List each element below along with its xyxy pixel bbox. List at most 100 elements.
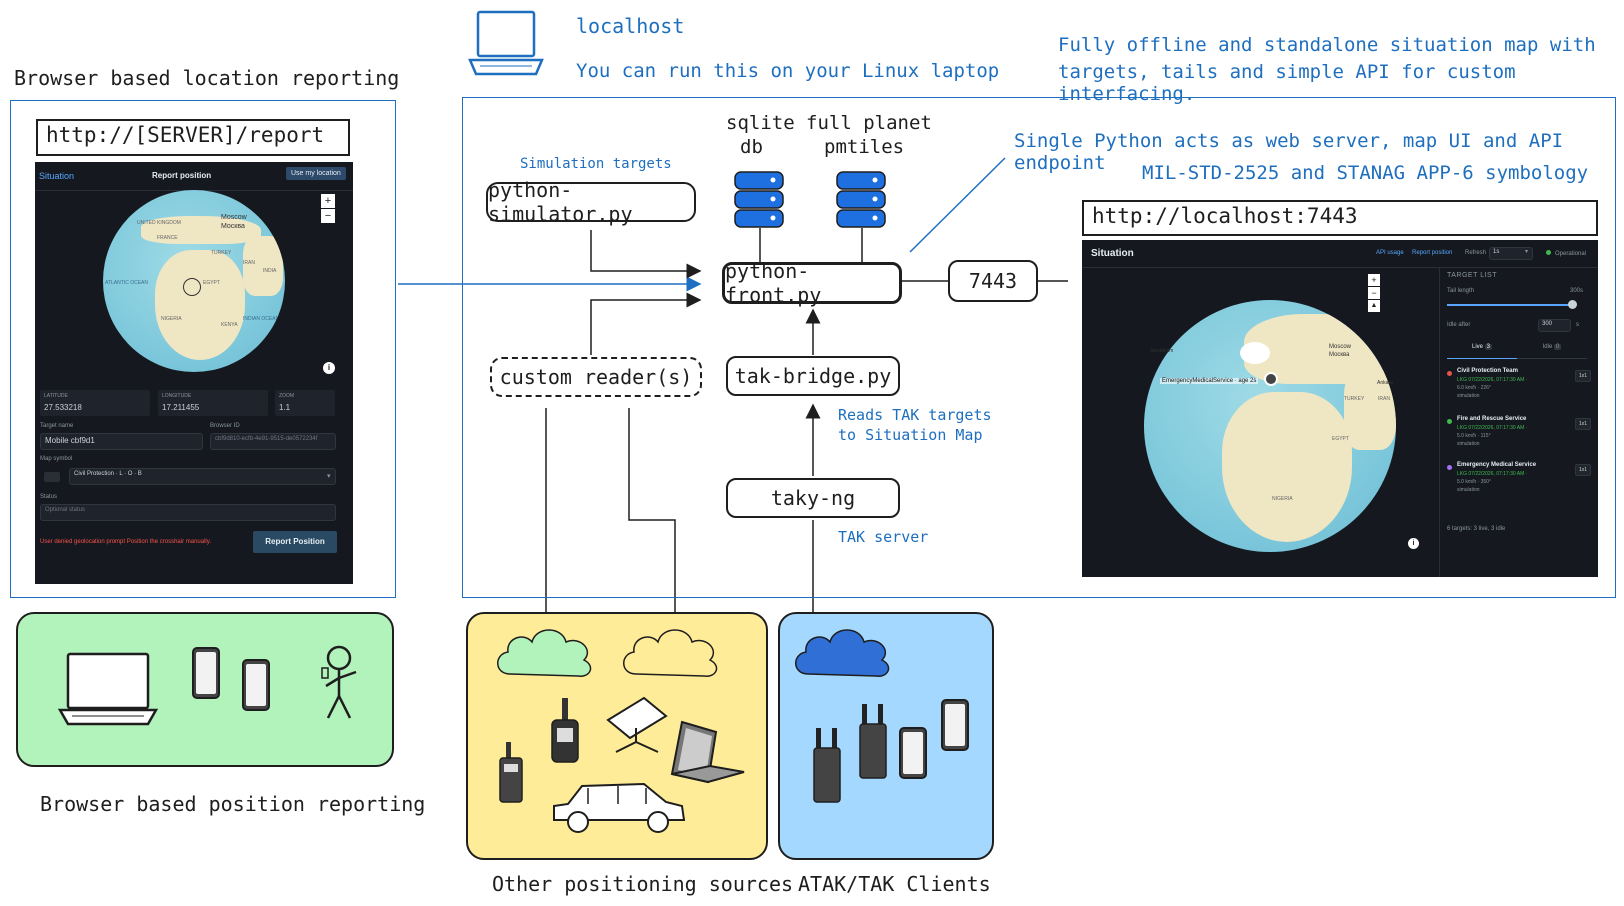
note-line-1: Single Python acts as web server, map UI… bbox=[1014, 130, 1564, 174]
target-status-dot-icon bbox=[1447, 419, 1452, 424]
latitude-value: 27.533218 bbox=[44, 403, 82, 412]
situation-app: Situation API usage Report position Refr… bbox=[1082, 240, 1598, 577]
report-map-label-atlantic: ATLANTIC OCEAN bbox=[105, 280, 148, 286]
browser-id-input[interactable]: cbf9d810-ecfb-4e91-9515-de0572234f bbox=[210, 433, 336, 450]
cloud-icon-yellow bbox=[623, 629, 718, 677]
target-focus-button[interactable]: 1x1 bbox=[1575, 464, 1592, 476]
zoom-value: 1.1 bbox=[279, 403, 291, 412]
report-brand[interactable]: Situation bbox=[39, 171, 75, 181]
report-map-label-india: INDIA bbox=[263, 268, 277, 274]
tail-length-slider-handle[interactable] bbox=[1568, 300, 1577, 309]
report-map-label-france: FRANCE bbox=[157, 235, 178, 241]
tab-idle[interactable]: Idle 0 bbox=[1517, 344, 1587, 359]
report-url: http://[SERVER]/report bbox=[36, 119, 350, 156]
situation-map-label-nigeria: NIGERIA bbox=[1272, 496, 1293, 502]
sqlite-database-icon bbox=[734, 171, 784, 228]
target-list-panel bbox=[1439, 268, 1598, 577]
report-map-label-egypt: EGYPT bbox=[203, 280, 220, 286]
situation-map-label-egypt: EGYPT bbox=[1332, 436, 1349, 442]
report-zoom-out-button[interactable]: − bbox=[321, 209, 335, 223]
target-name-input[interactable]: Mobile cbf9d1 bbox=[40, 433, 203, 450]
report-zoom-in-button[interactable]: + bbox=[321, 194, 335, 208]
situation-zoom-in-button[interactable]: + bbox=[1368, 274, 1380, 286]
target-focus-button[interactable]: 1x1 bbox=[1575, 418, 1592, 430]
situation-header bbox=[1082, 240, 1598, 268]
tail-length-label: Tail length bbox=[1447, 288, 1475, 294]
situation-brand[interactable]: Situation bbox=[1091, 248, 1134, 259]
geolocation-error-text: User denied geolocation prompt Position … bbox=[40, 539, 211, 545]
refresh-select[interactable]: 1s bbox=[1489, 247, 1533, 260]
idle-after-input[interactable]: 300 bbox=[1538, 319, 1571, 332]
target-speed: 5.0 km/h · 115° bbox=[1457, 433, 1491, 439]
status-dot-icon bbox=[1546, 250, 1551, 255]
sqlite-label-1: sqlite bbox=[726, 112, 795, 134]
longitude-label: LONGITUDE bbox=[162, 393, 192, 399]
report-globe[interactable]: Moscow Москва UNITED KINGDOM FRANCE TURK… bbox=[103, 190, 285, 372]
bridge-note-1: Reads TAK targets bbox=[838, 406, 992, 424]
latitude-box bbox=[40, 390, 150, 416]
situation-info-icon[interactable]: i bbox=[1408, 538, 1419, 549]
idle-after-unit: s bbox=[1576, 322, 1579, 328]
target-source: simulation bbox=[1457, 487, 1480, 493]
operational-status-text: Operational bbox=[1555, 251, 1587, 257]
note-line-2: MIL-STD-2525 and STANAG APP-6 symbology bbox=[1142, 162, 1589, 184]
report-map-label-indian: INDIAN OCEAN bbox=[243, 316, 280, 322]
summary-line-2: targets, tails and simple API for custom… bbox=[1058, 61, 1516, 105]
tail-length-slider[interactable] bbox=[1447, 304, 1573, 306]
summary-line-1: Fully offline and standalone situation m… bbox=[1058, 34, 1596, 56]
cloud-icon-blue bbox=[795, 629, 890, 677]
target-source: simulation bbox=[1457, 393, 1480, 399]
report-app: Situation Report position Use my locatio… bbox=[35, 162, 353, 584]
arrow-simulator-to-front bbox=[590, 230, 702, 279]
pmtiles-label-2: pmtiles bbox=[824, 136, 905, 158]
map-symbol-preview-icon bbox=[44, 472, 60, 482]
tak-phone-icon-1 bbox=[899, 727, 927, 779]
zoom-box bbox=[275, 390, 335, 416]
use-my-location-button[interactable]: Use my location bbox=[286, 167, 346, 180]
report-position-link[interactable]: Report position bbox=[1412, 250, 1453, 256]
tab-idle-label: Idle bbox=[1542, 344, 1553, 350]
tab-live[interactable]: Live 3 bbox=[1447, 344, 1517, 359]
python-front-node[interactable]: python-front.py bbox=[722, 259, 902, 307]
tak-bridge-node[interactable]: tak-bridge.py bbox=[726, 356, 900, 396]
target-name: Fire and Rescue Service bbox=[1457, 416, 1527, 422]
refresh-chevron-icon: ▾ bbox=[1525, 249, 1529, 255]
laptop-icon bbox=[58, 652, 158, 726]
arrow-custom-to-front bbox=[590, 292, 702, 355]
python-simulator-node[interactable]: python-simulator.py bbox=[486, 178, 696, 226]
cloud-icon-green bbox=[497, 629, 592, 677]
target-list-footer: 6 targets: 3 live, 3 idle bbox=[1447, 526, 1506, 532]
target-marker-label[interactable]: EmergencyMedicalService · age 2s bbox=[1160, 378, 1259, 384]
refresh-label: Refresh bbox=[1465, 250, 1487, 256]
taky-ng-node[interactable]: taky-ng bbox=[726, 478, 900, 518]
map-symbol-select[interactable]: Civil Protection · L · O · B bbox=[69, 468, 336, 485]
compass-icon[interactable]: ▲ bbox=[1368, 300, 1380, 312]
sqlite-label-2: db bbox=[740, 136, 763, 158]
report-map-label-moscow: Moscow bbox=[221, 214, 247, 221]
api-usage-link[interactable]: API usage bbox=[1376, 250, 1404, 256]
target-cluster-icon[interactable] bbox=[1264, 372, 1278, 386]
person-with-phone-icon bbox=[321, 645, 357, 719]
situation-globe[interactable] bbox=[1144, 300, 1396, 552]
target-lkg: LKG 07/22/2026, 07:17:30 AM · bbox=[1457, 377, 1528, 383]
target-lkg: LKG 07/22/2026, 07:17:30 AM · bbox=[1457, 471, 1528, 477]
tak-radio-icon-2 bbox=[859, 704, 887, 779]
tak-server-note: TAK server bbox=[838, 528, 929, 546]
report-info-icon[interactable]: i bbox=[323, 362, 335, 374]
browser-id-label: Browser ID bbox=[210, 423, 240, 429]
report-map-label-turkey: TURKEY bbox=[211, 250, 232, 256]
browser-devices-caption: Browser based position reporting bbox=[40, 792, 426, 816]
port-node[interactable]: 7443 bbox=[948, 260, 1038, 302]
latitude-label: LATITUDE bbox=[44, 393, 68, 399]
longitude-value: 17.211455 bbox=[162, 403, 200, 412]
left-frame bbox=[10, 100, 396, 598]
operational-status: Operational bbox=[1546, 250, 1586, 257]
status-input[interactable]: Optional status bbox=[40, 504, 336, 521]
report-position-button[interactable]: Report Position bbox=[253, 531, 337, 553]
target-focus-button[interactable]: 1x1 bbox=[1575, 370, 1592, 382]
situation-zoom-out-button[interactable]: − bbox=[1368, 287, 1380, 299]
report-map-label-kenya: KENYA bbox=[221, 322, 238, 328]
longitude-box bbox=[158, 390, 268, 416]
custom-reader-node[interactable]: custom reader(s) bbox=[490, 357, 702, 397]
crosshair-icon[interactable] bbox=[183, 278, 201, 296]
